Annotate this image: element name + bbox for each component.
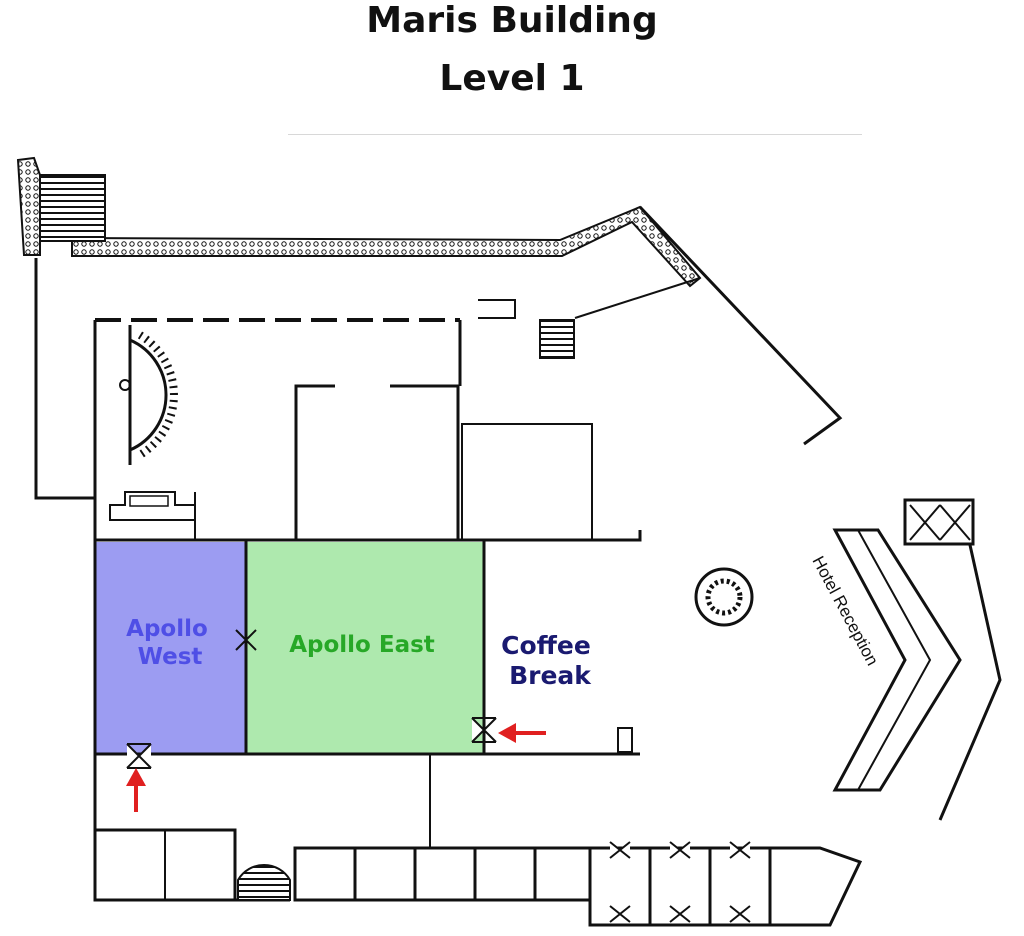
apollo-partition-door (235, 629, 257, 651)
apollo-west-room[interactable] (95, 542, 246, 754)
entrance-arrow-west (126, 768, 146, 812)
entrance-arrow-east (498, 723, 546, 743)
upper-room-a (294, 384, 460, 540)
north-corridor-wall (71, 205, 702, 288)
south-stair (237, 863, 291, 901)
bottom-east-rooms (588, 846, 863, 927)
stage-seats (137, 331, 178, 459)
bottom-rooms (293, 846, 592, 902)
east-diagonal-wall (638, 205, 843, 446)
building-title: Maris Building (366, 0, 658, 41)
ballroom-outline (93, 538, 486, 756)
south-corridor (93, 754, 290, 902)
reception-east-wall (938, 544, 1002, 821)
south-rooms-top (95, 828, 237, 900)
coffee-break-label-line1: Coffee (501, 631, 591, 660)
reception-inner-wall (857, 529, 932, 791)
fountain-inner (705, 578, 743, 616)
north-lobby-door (478, 299, 516, 319)
title-divider (288, 134, 862, 135)
north-stairs (539, 319, 575, 359)
semicircle-stage (128, 325, 168, 465)
level-title: Level 1 (439, 58, 585, 99)
apollo-east-door[interactable] (471, 717, 497, 743)
hotel-reception-wing (832, 528, 962, 792)
apollo-east-label: Apollo East (289, 632, 435, 658)
bottom-doors (609, 841, 751, 923)
elevator-cross (909, 504, 971, 541)
northwest-tower (16, 156, 41, 256)
apollo-west-label-line1: Apollo (126, 616, 208, 642)
stage-marker (119, 379, 131, 391)
apollo-east-room[interactable] (246, 542, 484, 754)
upper-room-b (461, 423, 593, 541)
coffee-post (617, 727, 633, 753)
northwest-stairs (39, 174, 106, 242)
northeast-wall (574, 277, 701, 319)
coffee-break-label-line2: Break (509, 661, 592, 690)
west-outer-wall (34, 258, 95, 500)
apollo-west-door[interactable] (126, 743, 152, 769)
apollo-west-label-line2: West (138, 644, 203, 670)
desk-top (129, 495, 169, 507)
